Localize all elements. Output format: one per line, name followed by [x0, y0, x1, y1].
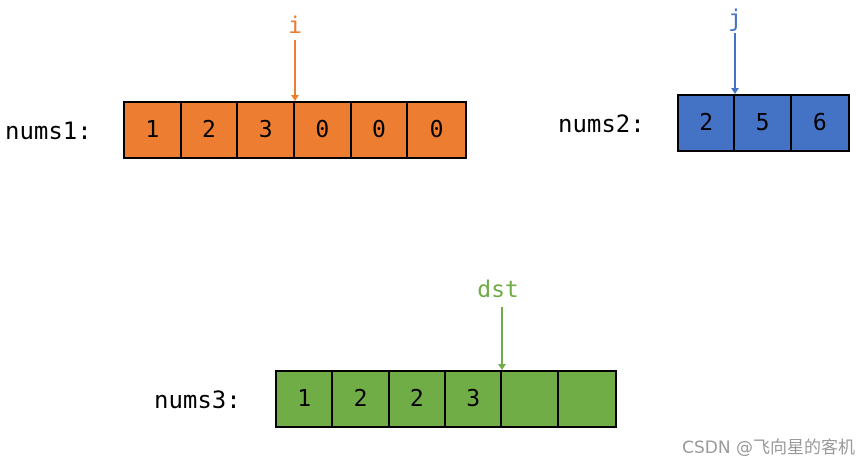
- nums2-cell: 6: [791, 96, 848, 150]
- nums1-cell: 0: [408, 103, 465, 157]
- pointer-dst-arrow: [498, 307, 506, 370]
- nums3-cell: 2: [389, 372, 446, 426]
- nums1-cell: 2: [181, 103, 239, 157]
- nums3-cell: 3: [445, 372, 503, 426]
- nums3-cell: 2: [333, 372, 390, 426]
- nums3-cell: 1: [277, 372, 334, 426]
- nums1-cell: 0: [351, 103, 409, 157]
- pointer-i-label: i: [288, 13, 302, 39]
- pointer-j-arrow: [731, 33, 739, 94]
- nums1-cell: 3: [238, 103, 295, 157]
- nums1-label: nums1:: [5, 117, 92, 145]
- nums1-cell: 1: [125, 103, 182, 157]
- watermark: CSDN @飞向星的客机: [682, 438, 855, 458]
- nums2-cell: 2: [679, 96, 736, 150]
- nums3-cell: [558, 372, 615, 426]
- nums1-cell: 0: [294, 103, 352, 157]
- pointer-dst-label: dst: [477, 277, 519, 303]
- nums3-label: nums3:: [154, 386, 241, 414]
- nums3-cell: [502, 372, 559, 426]
- nums2-cell: 5: [735, 96, 792, 150]
- pointer-i-arrow: [291, 40, 299, 101]
- nums2-label: nums2:: [558, 110, 645, 138]
- pointer-j-label: j: [728, 6, 742, 32]
